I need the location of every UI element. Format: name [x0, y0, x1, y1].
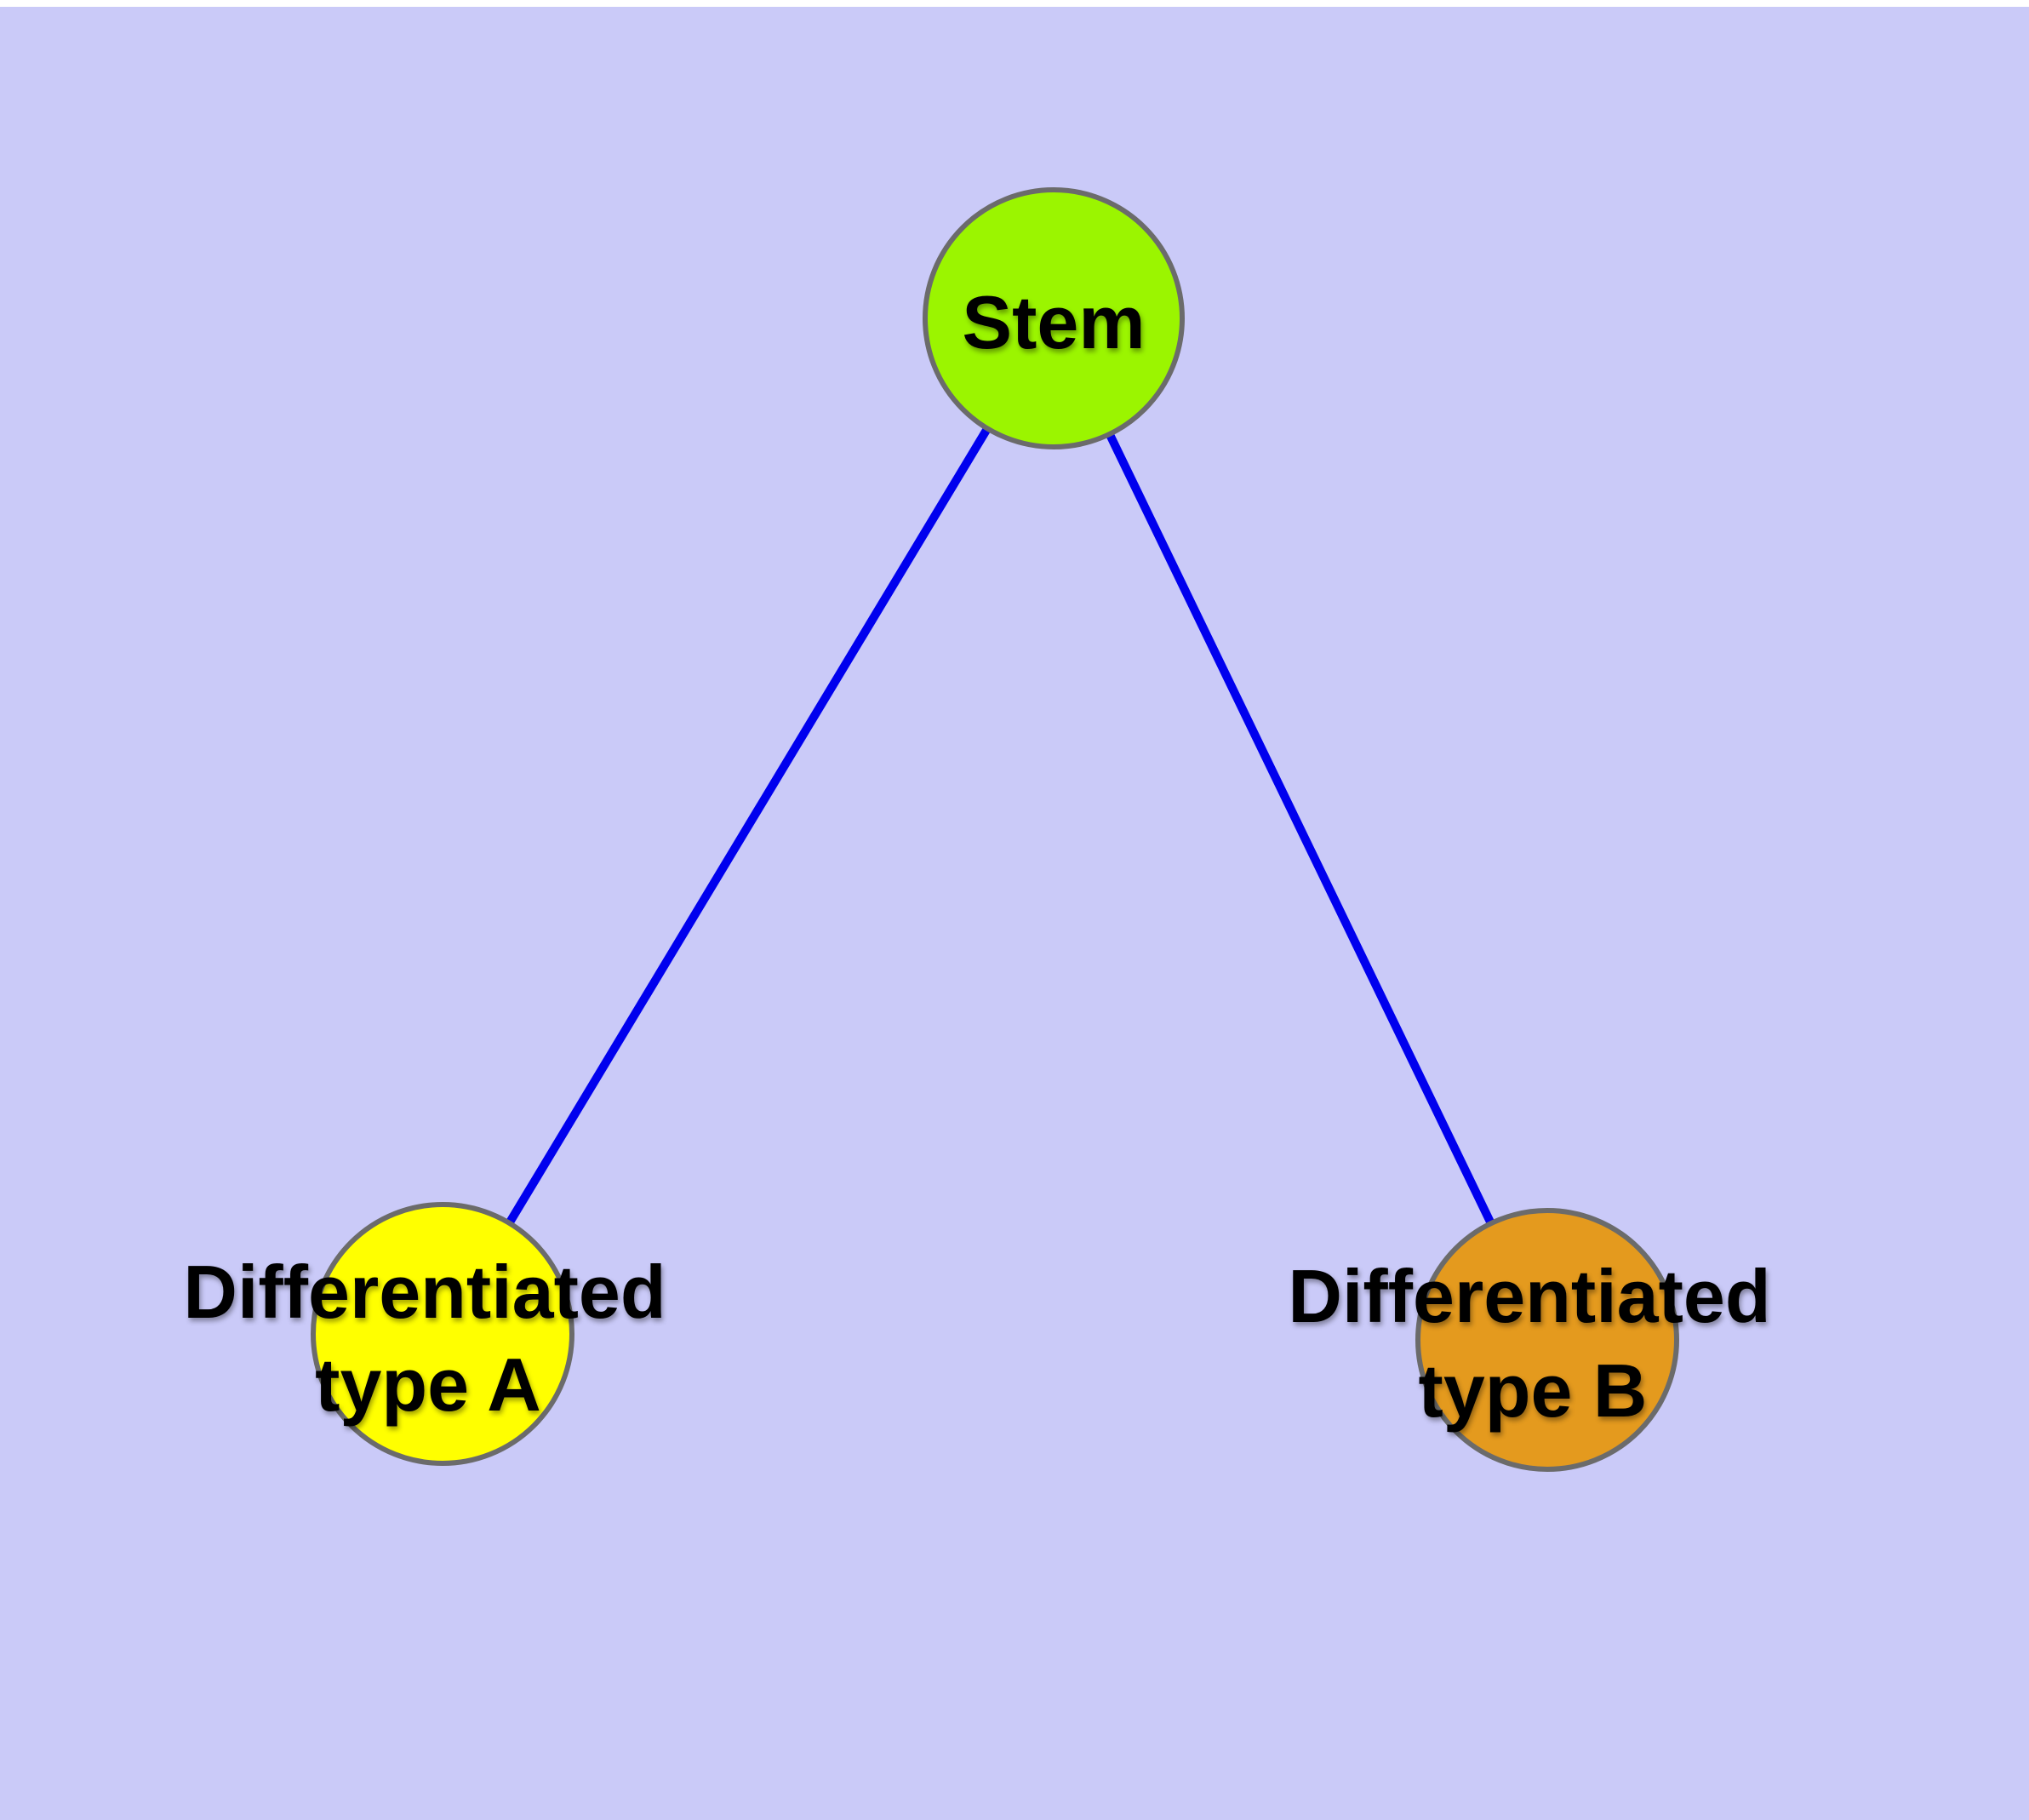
node-stem-label: Stem	[962, 280, 1145, 364]
edge-stem-to-type-b	[1049, 314, 1552, 1344]
node-type-a-label-line2: type A	[315, 1342, 541, 1427]
node-differentiated-type-b: Differentiated type B	[1288, 1208, 1771, 1472]
node-type-b-label-line2: type B	[1419, 1348, 1648, 1433]
node-stem: Stem	[923, 187, 1185, 449]
node-type-a-circle	[311, 1202, 574, 1466]
node-type-a-label-line1: Differentiated	[183, 1250, 666, 1334]
top-edge-strip	[0, 0, 2029, 7]
edge-stem-to-type-a	[438, 314, 1058, 1338]
node-stem-circle	[923, 187, 1185, 449]
node-type-b-circle	[1415, 1208, 1679, 1472]
node-type-b-label-line1: Differentiated	[1288, 1254, 1770, 1338]
node-differentiated-type-a: Differentiated type A	[183, 1202, 666, 1466]
